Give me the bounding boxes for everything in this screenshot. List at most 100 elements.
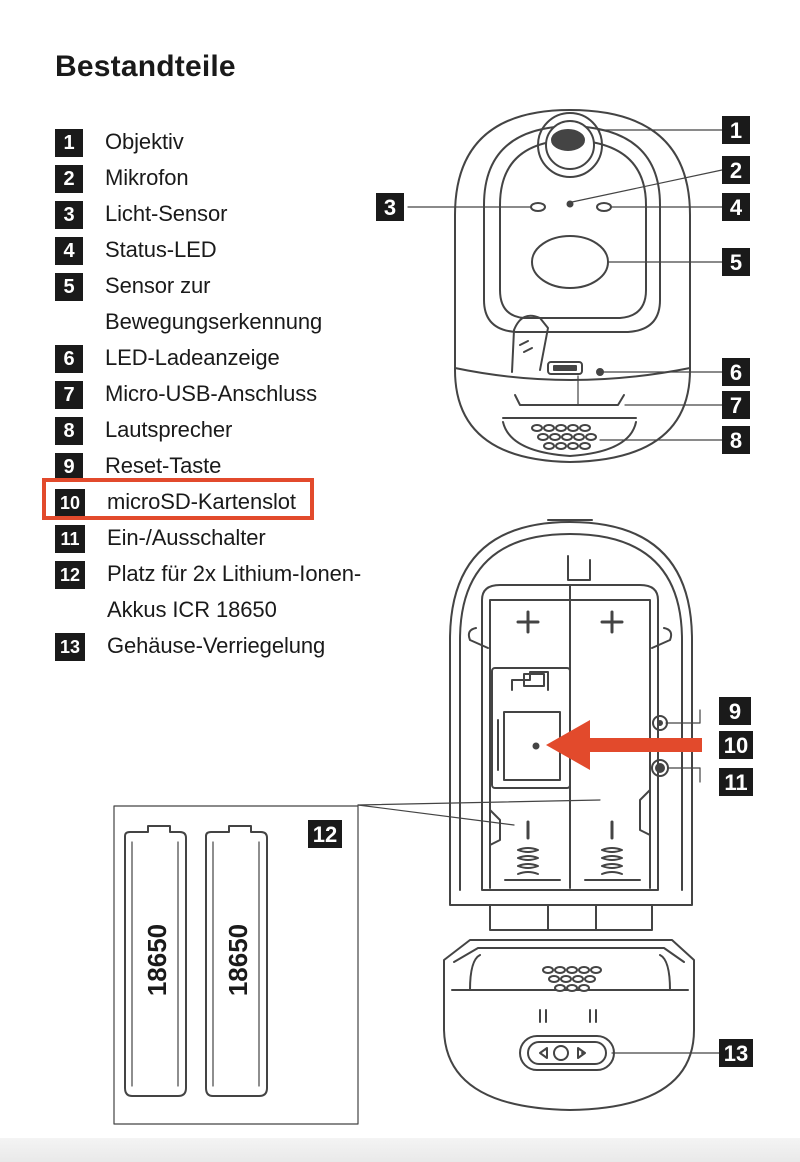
part-number: 8 — [55, 417, 83, 445]
part-label: microSD-Kartenslot — [107, 489, 296, 514]
part-number: 12 — [55, 561, 85, 589]
leader-lines-top — [407, 129, 723, 441]
part-number: 6 — [55, 345, 83, 373]
callout-7: 7 — [722, 391, 750, 419]
camera-front-drawing — [454, 109, 691, 463]
part-label: Lautsprecher — [105, 417, 233, 442]
spring-right — [601, 847, 623, 875]
callout-8: 8 — [722, 426, 750, 454]
callout-number: 13 — [724, 1041, 748, 1066]
part-number: 9 — [55, 453, 83, 481]
part-label: Mikrofon — [105, 165, 189, 190]
part-number: 3 — [55, 201, 83, 229]
microphone-icon — [566, 200, 574, 208]
plus-sign-right — [600, 610, 624, 634]
part-number: 4 — [55, 237, 83, 265]
part-number: 7 — [55, 381, 83, 409]
part-number: 5 — [55, 273, 83, 301]
callout-number: 10 — [724, 733, 748, 758]
bottom-band — [0, 1138, 800, 1162]
part-label: LED-Ladeanzeige — [105, 345, 280, 370]
part-number: 13 — [55, 633, 85, 661]
part-label: Status-LED — [105, 237, 217, 262]
part-label: Objektiv — [105, 129, 184, 154]
list-item: 4 Status-LED — [55, 236, 361, 272]
list-item: 2 Mikrofon — [55, 164, 361, 200]
part-label-line: Akkus ICR 18650 — [107, 597, 277, 622]
callout-5: 5 — [722, 248, 750, 276]
list-item: 12 Platz für 2x Lithium-Ionen- Akkus ICR 1… — [55, 560, 361, 632]
part-number: 2 — [55, 165, 83, 193]
part-label-line: Sensor zur — [105, 273, 211, 298]
callout-12: 12 — [308, 820, 342, 848]
page-title: Bestandteile — [55, 50, 236, 83]
list-item: 11 Ein-/Ausschalter — [55, 524, 361, 560]
speaker-grille — [502, 421, 637, 457]
list-item: 7 Micro-USB-Anschluss — [55, 380, 361, 416]
part-number: 1 — [55, 129, 83, 157]
highlight-box — [42, 478, 314, 520]
callout-1: 1 — [722, 116, 750, 144]
battery-label-right: 18650 — [223, 924, 253, 996]
batteries-box — [113, 805, 359, 1125]
part-label: Gehäuse-Verriegelung — [107, 633, 326, 658]
callout-number: 9 — [729, 699, 741, 724]
compartment-frame — [481, 584, 659, 891]
callout-3: 3 — [376, 193, 404, 221]
part-label: Licht-Sensor — [105, 201, 228, 226]
part-label: Platz für 2x Lithium-Ionen- Akkus ICR 186… — [107, 556, 361, 628]
list-item: 6 LED-Ladeanzeige — [55, 344, 361, 380]
callout-number: 4 — [730, 195, 743, 220]
parts-list: 1 Objektiv 2 Mikrofon 3 Licht-Sensor 4 Statu… — [55, 128, 361, 668]
callout-13: 13 — [719, 1039, 753, 1067]
callout-number: 3 — [384, 195, 396, 220]
list-item-highlighted: 10 microSD-Kartenslot — [55, 488, 361, 524]
list-item: 13 Gehäuse-Verriegelung — [55, 632, 361, 668]
callout-number: 1 — [730, 118, 742, 143]
battery-label-left: 18650 — [142, 924, 172, 996]
light-sensor-icon — [530, 202, 546, 212]
part-label-line: Platz für 2x Lithium-Ionen- — [107, 561, 362, 586]
part-label: Reset-Taste — [105, 453, 222, 478]
callout-number: 6 — [730, 360, 742, 385]
callout-4: 4 — [722, 193, 750, 221]
battery-left — [124, 825, 187, 1097]
callout-10: 10 — [719, 731, 753, 759]
leader-lines-bottom — [357, 709, 723, 1054]
part-number: 11 — [55, 525, 85, 553]
camera-face-inner — [499, 139, 647, 319]
highlight-arrow — [546, 720, 702, 770]
list-item: 9 Reset-Taste — [55, 452, 361, 488]
body-seam — [454, 367, 691, 381]
camera-body-outline — [454, 109, 691, 463]
part-label: Micro-USB-Anschluss — [105, 381, 318, 406]
status-led-icon — [596, 202, 612, 212]
callout-number: 8 — [730, 428, 742, 453]
lens-icon — [537, 112, 603, 178]
list-item: 1 Objektiv — [55, 128, 361, 164]
callout-2: 2 — [722, 156, 750, 184]
callout-6: 6 — [722, 358, 750, 386]
microsd-slot — [491, 667, 571, 789]
plus-sign-left — [516, 610, 540, 634]
motion-sensor-icon — [531, 235, 609, 289]
callout-number: 7 — [730, 393, 742, 418]
part-label: Ein-/Ausschalter — [107, 525, 266, 550]
list-item: 3 Licht-Sensor — [55, 200, 361, 236]
battery-right — [205, 825, 268, 1097]
callout-9: 9 — [719, 697, 751, 725]
lid-outline — [443, 939, 695, 1111]
callout-number: 2 — [730, 158, 742, 183]
callout-number: 5 — [730, 250, 742, 275]
spring-left — [517, 847, 539, 875]
list-item: 8 Lautsprecher — [55, 416, 361, 452]
callout-number: 12 — [313, 822, 337, 847]
rear-body-outline — [449, 521, 693, 901]
callout-number: 11 — [724, 770, 747, 795]
part-number: 10 — [55, 489, 85, 517]
micro-usb-port — [547, 361, 583, 375]
battery-compartment-drawing — [443, 519, 695, 1111]
